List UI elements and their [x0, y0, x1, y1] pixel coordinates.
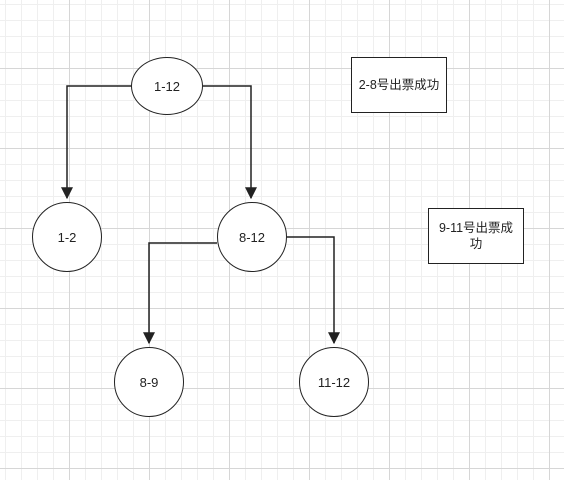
- note-box-1[interactable]: 2-8号出票成功: [351, 57, 447, 113]
- note-box-2[interactable]: 9-11号出票成功: [428, 208, 524, 264]
- node-mid-left[interactable]: 8-9: [114, 347, 184, 417]
- node-mid-right[interactable]: 11-12: [299, 347, 369, 417]
- node-root[interactable]: 1-12: [131, 57, 203, 115]
- edge-mid-to-mid-left: [143, 242, 217, 345]
- edge-root-to-left: [61, 85, 131, 200]
- edge-mid-to-mid-right: [287, 236, 340, 345]
- edge-root-to-mid: [203, 85, 257, 200]
- node-mid[interactable]: 8-12: [217, 202, 287, 272]
- node-left[interactable]: 1-2: [32, 202, 102, 272]
